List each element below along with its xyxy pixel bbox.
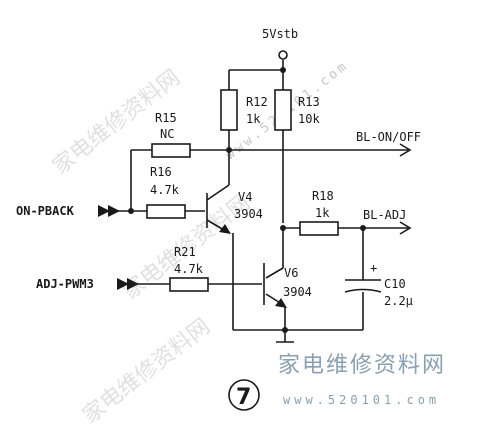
input-arrow-icon: [108, 205, 120, 217]
v6-name: V6: [284, 266, 298, 280]
r21-value: 4.7k: [174, 262, 204, 276]
r16-value: 4.7k: [150, 183, 180, 197]
r15-value: NC: [160, 127, 174, 141]
r12-value: 1k: [246, 112, 261, 126]
supply-terminal: [278, 50, 288, 60]
v4-part: 3904: [234, 207, 263, 221]
logo-glyph: 7: [236, 385, 251, 410]
brand-logo: 7: [228, 379, 260, 411]
output-arrows: [399, 143, 412, 235]
input-arrow-icon: [117, 278, 129, 290]
resistor-r15: [151, 143, 191, 158]
supply-label: 5Vstb: [262, 27, 298, 41]
resistor-r18: [299, 221, 339, 236]
v4-name: V4: [238, 190, 252, 204]
brand-url: www.520101.com: [283, 393, 440, 407]
junction-dot: [280, 225, 286, 231]
emitter-arrow-icon: [219, 224, 231, 234]
c10-polarity: +: [370, 261, 377, 275]
input-arrow-icon: [98, 205, 110, 217]
r15-name: R15: [155, 111, 177, 125]
r21-name: R21: [174, 245, 196, 259]
output-arrow-icon: [399, 143, 412, 157]
junction-dot: [280, 67, 286, 73]
brand-text: 家电维修资料网: [278, 353, 446, 378]
junction-dot: [360, 225, 366, 231]
input-arrows: [98, 205, 139, 290]
resistor-r16: [146, 204, 186, 219]
transistor-arrows: [219, 224, 287, 308]
resistor-r12: [220, 89, 238, 131]
resistor-r13: [274, 89, 292, 131]
r18-name: R18: [312, 189, 334, 203]
c10-value: 2.2μ: [384, 294, 413, 308]
r18-value: 1k: [315, 206, 330, 220]
r12-name: R12: [246, 95, 268, 109]
r16-name: R16: [150, 165, 172, 179]
resistor-r21: [169, 277, 209, 292]
on-pback-input-label: ON-PBACK: [16, 204, 75, 218]
adj-pwm-input-label: ADJ-PWM3: [36, 277, 94, 291]
r13-value: 10k: [298, 112, 320, 126]
emitter-arrow-icon: [275, 298, 287, 308]
input-arrow-icon: [127, 278, 139, 290]
resistor-bodies: [146, 89, 339, 292]
junction-dot: [282, 327, 288, 333]
watermark-text-3: 家电维修资料网: [78, 314, 215, 424]
wires: [110, 60, 408, 343]
junctions: [128, 67, 366, 333]
supply-terminal-icon: [278, 50, 288, 60]
v6-part: 3904: [283, 285, 312, 299]
c10-name: C10: [384, 277, 406, 291]
r13-name: R13: [298, 95, 320, 109]
bl-adj-output-label: BL-ADJ: [363, 208, 406, 222]
junction-dot: [226, 147, 232, 153]
logo-ring-icon: [228, 379, 260, 411]
bl-on-off-output-label: BL-ON/OFF: [356, 130, 421, 144]
output-arrow-icon: [399, 221, 412, 235]
junction-dot: [128, 208, 134, 214]
